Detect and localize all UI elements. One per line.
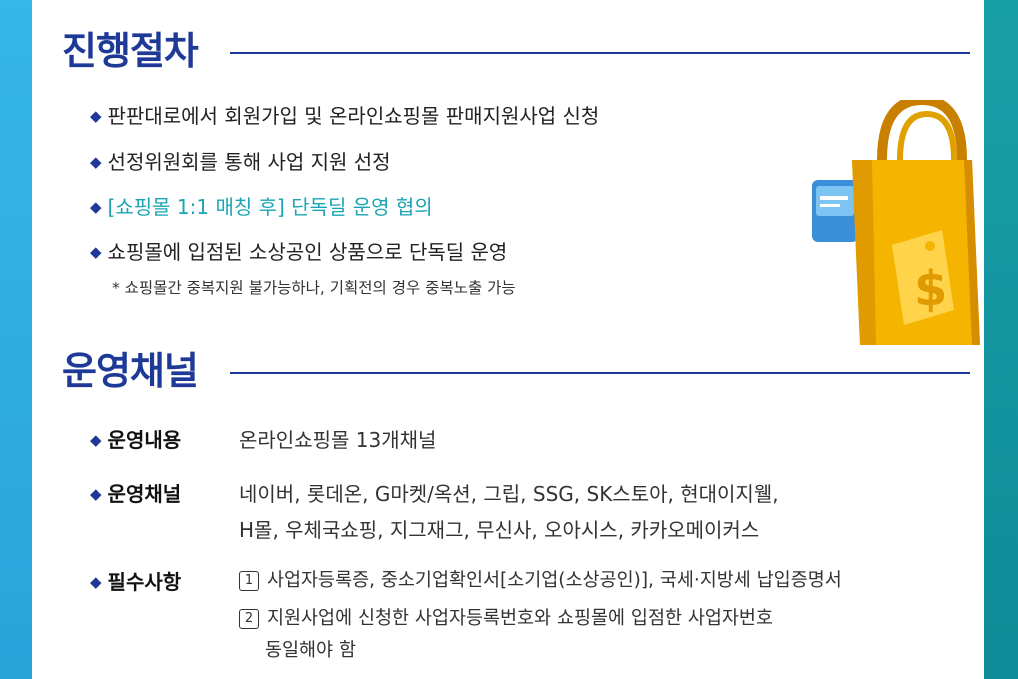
diamond-bullet-icon: ◆ (90, 485, 102, 503)
section-divider (230, 52, 970, 54)
diamond-bullet-icon: ◆ (90, 243, 102, 261)
number-badge: 2 (239, 609, 259, 629)
procedure-item-2: ◆선정위원회를 통해 사업 지원 선정 (90, 150, 391, 174)
right-stripe (984, 0, 1018, 679)
required-item-2-line-2: 동일해야 함 (265, 640, 356, 661)
number-badge: 1 (239, 571, 259, 591)
procedure-item-1: ◆판판대로에서 회원가입 및 온라인쇼핑몰 판매지원사업 신청 (90, 104, 600, 128)
channel-value-content: 온라인쇼핑몰 13개채널 (239, 428, 437, 452)
section-divider (230, 372, 970, 374)
dollar-icon: $ (892, 230, 954, 325)
channel-label-required: ◆필수사항 (90, 570, 182, 594)
channel-label-channels: ◆운영채널 (90, 482, 182, 506)
diamond-bullet-icon: ◆ (90, 431, 102, 449)
procedure-item-4: ◆쇼핑몰에 입점된 소상공인 상품으로 단독딜 운영 (90, 240, 508, 264)
channel-label-content: ◆운영내용 (90, 428, 182, 452)
procedure-item-3: ◆[쇼핑몰 1:1 매칭 후] 단독딜 운영 협의 (90, 195, 433, 219)
diamond-bullet-icon: ◆ (90, 573, 102, 591)
content-panel: 진행절차 ◆판판대로에서 회원가입 및 온라인쇼핑몰 판매지원사업 신청 ◆선정… (32, 0, 984, 679)
shopping-bag-icon: $ (812, 100, 980, 345)
channel-value-line-1: 네이버, 롯데온, G마켓/옥션, 그립, SSG, SK스토아, 현대이지웰, (239, 482, 779, 506)
left-stripe (0, 0, 32, 679)
section-title-procedure: 진행절차 (62, 29, 199, 73)
svg-text:$: $ (914, 261, 947, 317)
card-icon (812, 180, 858, 242)
diamond-bullet-icon: ◆ (90, 198, 102, 216)
section-title-channels: 운영채널 (62, 349, 199, 393)
procedure-note: * 쇼핑몰간 중복지원 불가능하나, 기획전의 경우 중복노출 가능 (112, 279, 516, 297)
channel-value-line-2: H몰, 우체국쇼핑, 지그재그, 무신사, 오아시스, 카카오메이커스 (239, 518, 760, 542)
diamond-bullet-icon: ◆ (90, 153, 102, 171)
diamond-bullet-icon: ◆ (90, 107, 102, 125)
